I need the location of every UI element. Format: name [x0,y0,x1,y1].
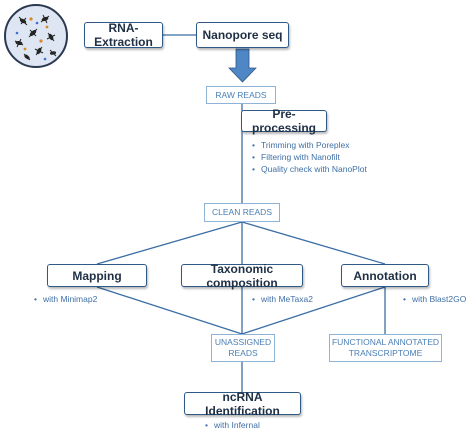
taxonomic-note: •with MeTaxa2 [252,294,313,304]
raw-reads-box: RAW READS [206,86,276,104]
list-item: •Filtering with Nanofilt [252,152,340,162]
annotation-note: •with Blast2GO [403,294,467,304]
tool-trimming: Trimming with Poreplex [261,140,350,150]
line-clean-to-annotation [241,221,386,265]
functional-transcriptome-box: FUNCTIONAL ANNOTATED TRANSCRIPTOME [329,334,442,362]
nanopore-seq-box: Nanopore seq [196,22,289,48]
annotation-tool: with Blast2GO [412,294,467,304]
mapping-box: Mapping [47,264,147,287]
taxonomic-tool: with MeTaxa2 [261,294,313,304]
unassigned-line-2: READS [228,348,258,358]
down-arrow-icon [228,48,257,83]
ncrna-identification-box: ncRNA Identification [184,390,301,418]
line-annotation-to-unassigned [241,286,386,335]
tool-filtering: Filtering with Nanofilt [261,152,340,162]
preprocessing-tools-list: •Trimming with Poreplex •Filtering with … [252,139,367,175]
mapping-tool: with Minimap2 [43,294,98,304]
list-item: •Quality check with NanoPlot [252,164,367,174]
list-item: •Trimming with Poreplex [252,140,350,150]
mapping-note: •with Minimap2 [34,294,98,304]
functional-line-2: TRANSCRIPTOME [348,348,423,358]
functional-line-1: FUNCTIONAL ANNOTATED [331,337,440,347]
unassigned-reads-box: UNASSIGNED READS [211,334,275,362]
preprocessing-box: Pre-processing [241,107,327,135]
annotation-box: Annotation [341,264,429,287]
ncrna-note: •with Infernal [205,420,260,430]
taxonomic-composition-box: Taxonomic composition [181,262,303,290]
ncrna-tool: with Infernal [214,420,260,430]
unassigned-line-1: UNASSIGNED [214,337,272,347]
rna-extraction-box: RNA-Extraction [84,21,163,49]
mosquito-sample-circle-icon [4,4,68,68]
line-mapping-to-unassigned [96,286,243,335]
line-clean-to-mapping [96,221,243,265]
clean-reads-box: CLEAN READS [204,203,280,222]
tool-quality-check: Quality check with NanoPlot [261,164,367,174]
